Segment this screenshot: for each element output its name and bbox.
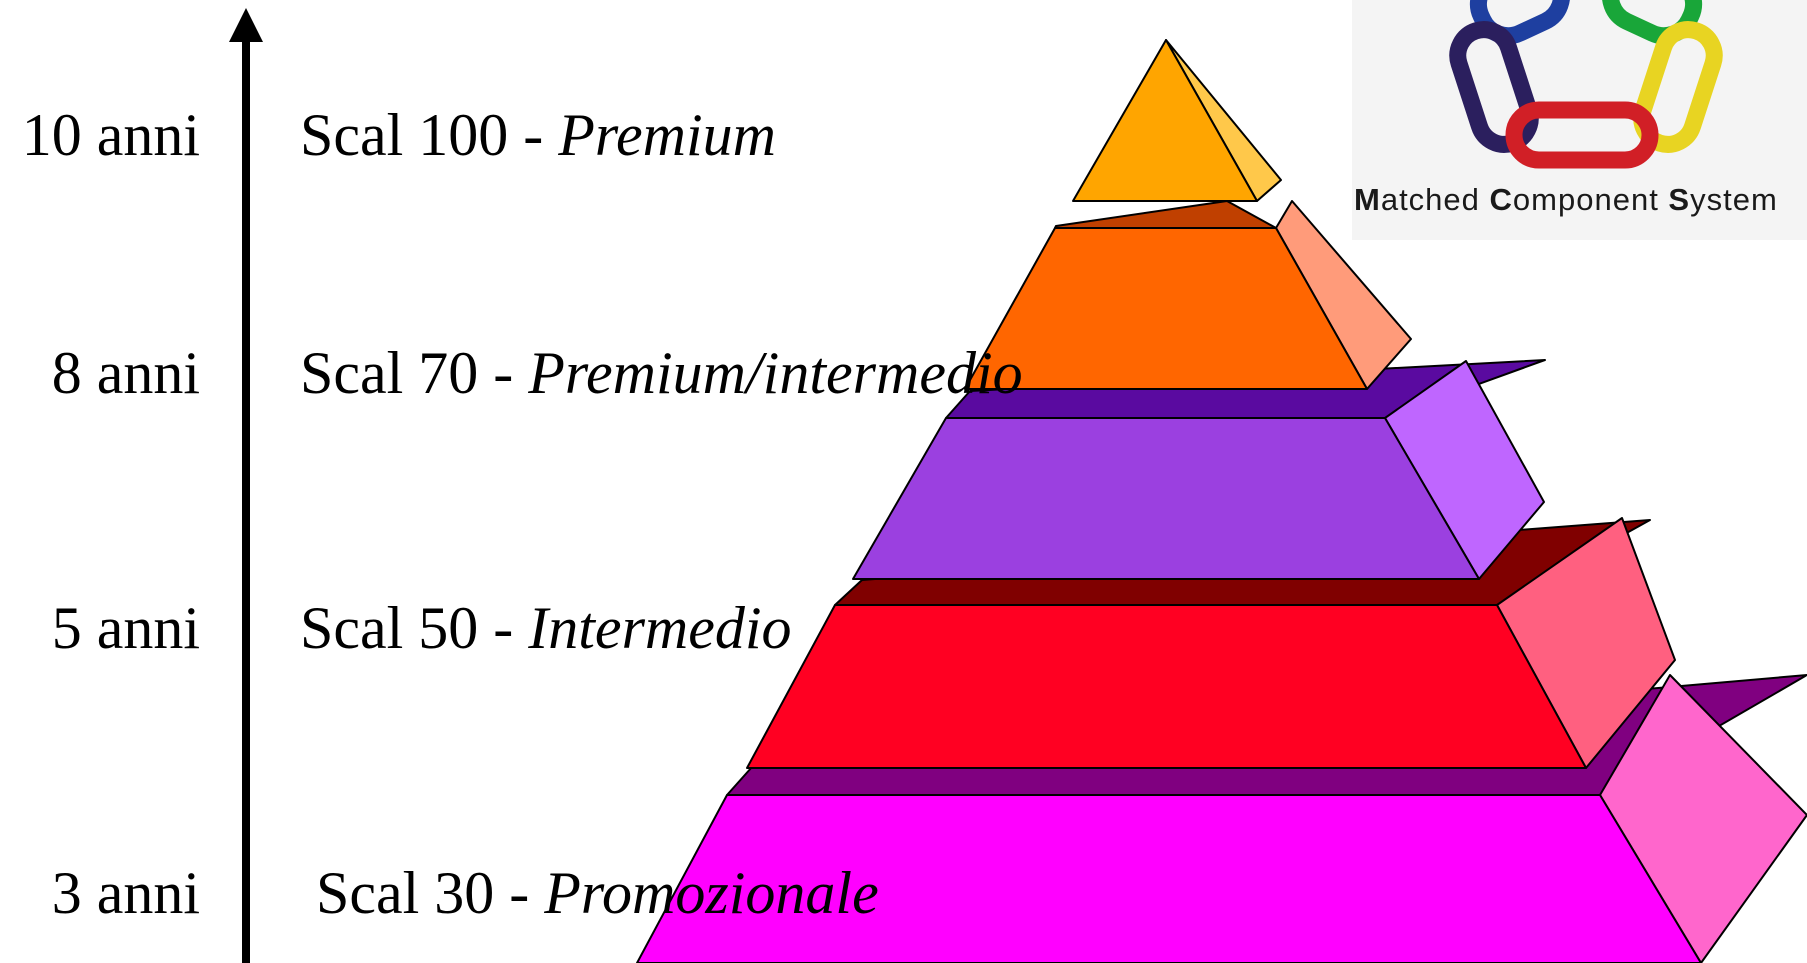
green-link: [1601, 0, 1703, 45]
year-label-8: 8 anni: [52, 340, 200, 406]
axis-arrowhead: [229, 8, 263, 42]
mcs-logo: Matched Component System: [1352, 0, 1807, 240]
tier-label-scal-100: Scal 100 - Premium: [300, 102, 776, 168]
year-label-10: 10 anni: [22, 102, 200, 168]
level-2-top-face: [1054, 200, 1277, 229]
logo-background: [1352, 0, 1807, 240]
chain-links-icon: [1449, 0, 1723, 169]
year-label-5: 5 anni: [52, 595, 200, 661]
blue-link: [1469, 0, 1571, 45]
level-4-front-face: [746, 604, 1587, 769]
top-front-face: [1072, 39, 1258, 202]
level-2-front-face: [964, 227, 1368, 390]
pyramid: [636, 39, 1807, 963]
logo-caption: Matched Component System: [1354, 182, 1778, 217]
pyramid-level-3: [852, 359, 1546, 580]
tier-label-scal-30: Scal 30 - Promozionale: [316, 860, 879, 926]
level-3-front-face: [852, 417, 1480, 580]
tier-label-scal-70: Scal 70 - Premium/intermedio: [300, 340, 1023, 406]
level-5-front-face: [636, 794, 1702, 963]
tier-label-scal-50: Scal 50 - Intermedio: [300, 595, 792, 661]
time-axis: [229, 8, 263, 963]
pyramid-level-2: [964, 200, 1412, 390]
tier-labels: Scal 100 - Premium Scal 70 - Premium/int…: [300, 102, 1023, 926]
red-link: [1505, 101, 1659, 169]
pyramid-top: [1072, 39, 1282, 202]
year-labels: 10 anni 8 anni 5 anni 3 anni: [22, 102, 200, 926]
yellow-link: [1633, 21, 1723, 153]
pyramid-level-4: [746, 517, 1676, 769]
year-label-3: 3 anni: [52, 860, 200, 926]
